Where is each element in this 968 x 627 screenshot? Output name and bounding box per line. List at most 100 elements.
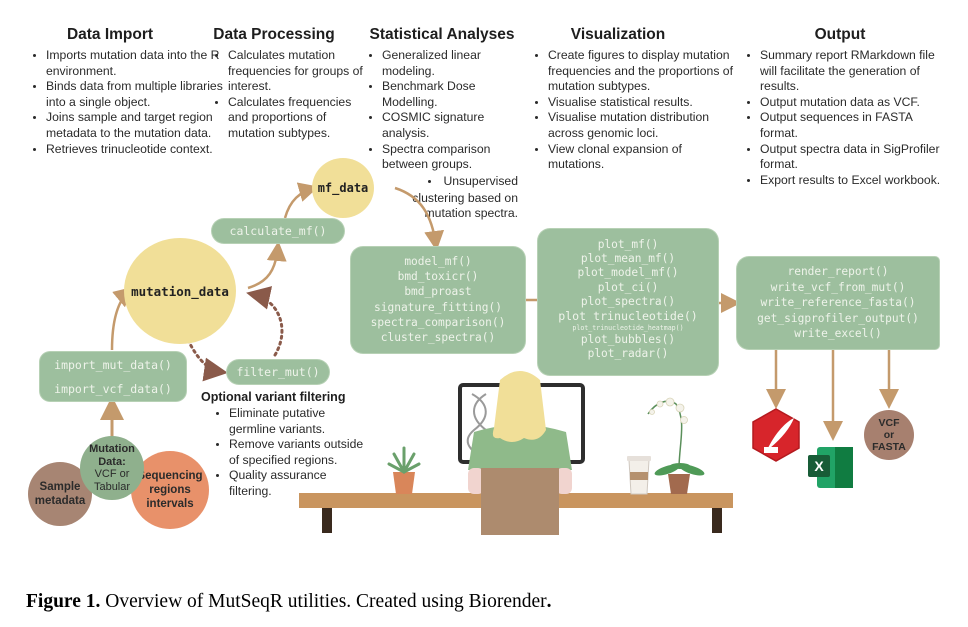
label-line: intervals	[146, 498, 194, 510]
bullet: Calculates mutation frequencies for grou…	[228, 48, 368, 95]
bullet: Eliminate putative germline variants.	[229, 406, 369, 437]
desk-leg-right	[712, 508, 722, 533]
label-line: VCF	[878, 417, 900, 429]
function-label: signature_fitting()	[374, 300, 502, 314]
bullet: Unsupervised clustering based on mutatio…	[403, 174, 518, 222]
label-line: VCF or	[94, 468, 130, 480]
bullet: Visualise mutation distribution across g…	[548, 110, 738, 141]
stats-functions-box: model_mf() bmd_toxicr() bmd_proast signa…	[351, 247, 525, 353]
rmarkdown-quill-icon	[752, 408, 800, 462]
function-label: plot trinucleotide()	[558, 309, 698, 324]
bullet: View clonal expansion of mutations.	[548, 142, 738, 173]
bullet: Retrieves trinucleotide context.	[46, 142, 224, 158]
label-line: Sequencing	[137, 470, 203, 482]
label-line: metadata	[34, 495, 86, 507]
label-line: or	[883, 429, 895, 441]
function-label: write_reference_fasta()	[760, 296, 916, 310]
bullet: Output mutation data as VCF.	[760, 95, 950, 111]
visualization-title: Visualization	[570, 26, 666, 43]
function-label: render_report()	[787, 265, 889, 278]
function-label: filter_mut()	[236, 365, 320, 379]
function-label: plot_model_mf()	[577, 266, 679, 280]
filtering-bullets: Eliminate putative germline variants. Re…	[213, 406, 369, 500]
statistical-sub-bullet: Unsupervised clustering based on mutatio…	[403, 174, 518, 222]
figure-label: Figure 1.	[26, 591, 101, 612]
data-processing-bullets: Calculates mutation frequencies for grou…	[212, 48, 368, 142]
bullet: Output spectra data in SigProfiler forma…	[760, 142, 950, 173]
data-import-title: Data Import	[66, 26, 154, 43]
function-label: model_mf()	[404, 255, 472, 268]
function-label: plot_mean_mf()	[580, 252, 676, 266]
bullet: Visualise statistical results.	[548, 95, 738, 111]
desk-leg-left	[322, 508, 332, 533]
label-line: Sample	[39, 481, 81, 493]
bullet: Benchmark Dose Modelling.	[382, 79, 532, 110]
orchid-leaves	[654, 463, 705, 476]
label-line: Tabular	[93, 480, 131, 493]
function-label: plot_trinucleotide_heatmap()	[572, 324, 684, 333]
svg-text:X: X	[814, 458, 824, 474]
mf-data-label: mf_data	[317, 181, 369, 195]
function-label: spectra_comparison()	[370, 315, 506, 329]
bullet: Quality assurance filtering.	[229, 468, 369, 499]
output-functions-box: render_report() write_vcf_from_mut() wri…	[737, 257, 939, 349]
bullet: Imports mutation data into the R environ…	[46, 48, 224, 79]
caption-text: Overview of MutSeqR utilities. Created u…	[100, 591, 547, 612]
plot-functions-box: plot_mf() plot_mean_mf() plot_model_mf()…	[538, 229, 718, 375]
label-line: Data:	[98, 455, 126, 468]
function-label: cluster_spectra()	[380, 331, 496, 345]
bullet: COSMIC signature analysis.	[382, 110, 532, 141]
bullet: Summary report RMarkdown file will facil…	[760, 48, 950, 95]
person-arm-left	[468, 468, 484, 494]
output-bullets: Summary report RMarkdown file will facil…	[744, 48, 950, 188]
import-functions-box: import_mut_data() import_vcf_data()	[40, 352, 186, 401]
function-label: plot_bubbles()	[580, 333, 676, 347]
function-label: plot_ci()	[597, 280, 659, 294]
visualization-bullets: Create figures to display mutation frequ…	[532, 48, 738, 173]
data-import-bullets: Imports mutation data into the R environ…	[30, 48, 224, 157]
person-hair	[492, 371, 546, 442]
caption-end: .	[546, 591, 552, 612]
mutation-data-node: mutation_data	[124, 238, 236, 344]
data-processing-title: Data Processing	[213, 26, 335, 43]
bullet: Spectra comparison between groups.	[382, 142, 532, 173]
bullet: Create figures to display mutation frequ…	[548, 48, 738, 95]
output-title: Output	[814, 26, 866, 43]
succulent-leaves	[387, 446, 421, 474]
function-label: import_vcf_data()	[54, 382, 172, 396]
function-label: calculate_mf()	[229, 224, 327, 238]
function-label: write_excel()	[794, 327, 882, 341]
succulent-pot	[393, 472, 415, 494]
orchid-flowers	[649, 397, 688, 424]
filter-mut-box: filter_mut()	[227, 360, 329, 384]
chair	[481, 468, 559, 535]
sequencing-regions-circle: Sequencing regions intervals	[131, 451, 209, 529]
mutation-data-label: mutation_data	[131, 283, 229, 299]
bullet: Binds data from multiple libraries into …	[46, 79, 224, 110]
bullet: Export results to Excel workbook.	[760, 173, 950, 189]
function-label: plot_radar()	[587, 347, 669, 361]
orchid-pot	[668, 474, 690, 494]
function-label: write_vcf_from_mut()	[770, 280, 906, 294]
coffee-sleeve	[630, 472, 648, 480]
arrow-calculate-mf-to-mf-data	[283, 182, 319, 219]
bullet: Generalized linear modeling.	[382, 48, 532, 79]
statistical-analyses-title: Statistical Analyses	[369, 26, 515, 43]
function-label: plot_spectra()	[580, 294, 676, 308]
coffee-lid	[627, 456, 651, 461]
bullet: Output sequences in FASTA format.	[760, 110, 950, 141]
function-label: bmd_proast	[404, 285, 472, 299]
bullet: Joins sample and target region metadata …	[46, 110, 224, 141]
arrow-mf-data-to-stats	[394, 186, 445, 251]
label-line: regions	[149, 484, 191, 496]
filtering-title: Optional variant filtering	[201, 390, 346, 404]
function-label: get_sigprofiler_output()	[757, 311, 919, 325]
statistical-analyses-bullets: Generalized linear modeling. Benchmark D…	[366, 48, 532, 173]
bullet: Remove variants outside of specified reg…	[229, 437, 369, 468]
function-label: import_mut_data()	[54, 358, 172, 372]
